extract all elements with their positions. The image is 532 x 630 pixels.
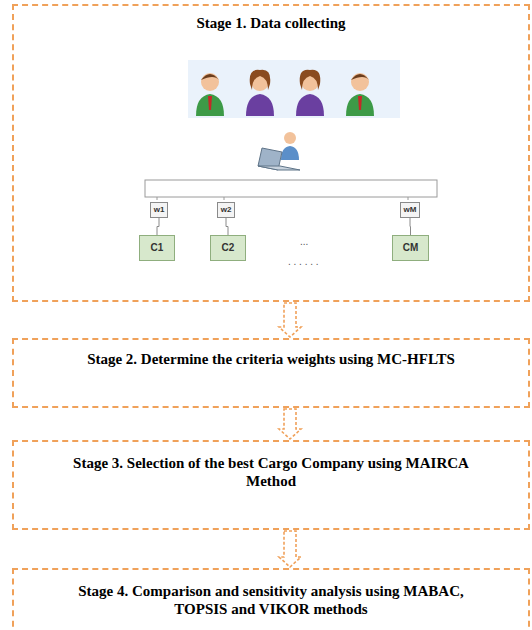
bar-link bbox=[157, 197, 158, 200]
person-icon bbox=[196, 73, 224, 116]
ellipsis-label: ... bbox=[300, 236, 308, 247]
box-label: wM bbox=[401, 203, 419, 217]
stage-box: Stage 3. Selection of the best Cargo Com… bbox=[12, 440, 530, 530]
box-label: w2 bbox=[218, 203, 234, 217]
laptop-user-icon bbox=[258, 132, 300, 170]
box-label: C1 bbox=[140, 236, 174, 260]
tree-link bbox=[410, 218, 412, 235]
weight-box: w1 bbox=[150, 202, 168, 218]
tree-link bbox=[226, 218, 228, 235]
box-label: CM bbox=[393, 236, 428, 260]
person-icon bbox=[246, 70, 274, 116]
bar-link bbox=[224, 197, 225, 200]
stage-title: Stage 2. Determine the criteria weights … bbox=[56, 350, 486, 368]
stage-box: Stage 2. Determine the criteria weights … bbox=[12, 338, 530, 408]
flow-arrow bbox=[279, 531, 301, 567]
weight-box: w2 bbox=[217, 202, 235, 218]
weight-box: wM bbox=[400, 202, 420, 218]
box-label: C2 bbox=[211, 236, 245, 260]
bar-link bbox=[408, 197, 409, 200]
hierarchy-bar bbox=[145, 180, 437, 197]
person-icon bbox=[296, 70, 324, 116]
stage-box: Stage 4. Comparison and sensitivity anal… bbox=[12, 568, 530, 630]
stage-title: Stage 3. Selection of the best Cargo Com… bbox=[56, 454, 486, 490]
people-backdrop bbox=[188, 60, 400, 118]
stage-title: Stage 1. Data collecting bbox=[56, 14, 486, 32]
criterion-box: CM bbox=[392, 235, 429, 261]
stage-box: Stage 1. Data collecting w1 w2 wM C1 C2 CM bbox=[12, 4, 530, 302]
person-icon bbox=[346, 73, 374, 116]
criterion-box: C2 bbox=[210, 235, 246, 261]
stage-title: Stage 4. Comparison and sensitivity anal… bbox=[56, 582, 486, 618]
flow-arrow bbox=[279, 303, 301, 337]
box-label: w1 bbox=[151, 203, 167, 217]
flow-arrow bbox=[279, 409, 301, 439]
tree-link bbox=[157, 218, 159, 235]
criterion-box: C1 bbox=[139, 235, 175, 261]
ellipsis-label: . . . . . . bbox=[288, 256, 319, 267]
